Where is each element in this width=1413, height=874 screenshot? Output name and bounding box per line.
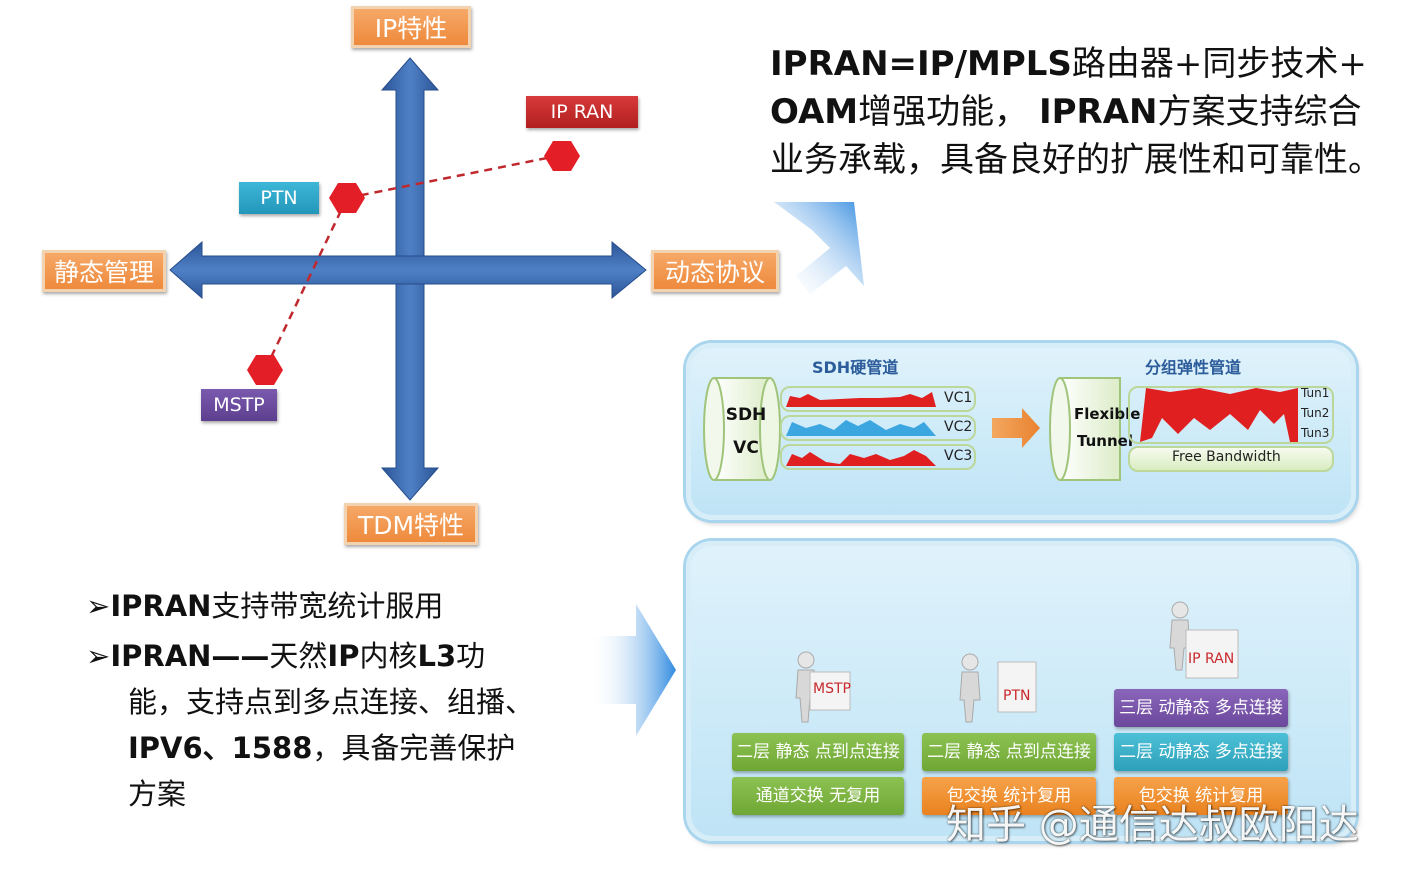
sdh-cylinder-line2: VC (733, 438, 759, 458)
flex-cylinder-line2: Tunnel (1077, 432, 1133, 450)
axis-label-static: 静态管理 (42, 250, 166, 292)
ptn-layer-l2-static-p2p: 二层 静态 点到点连接 (922, 733, 1096, 771)
watermark-text: 知乎 @通信达叔欧阳达 (946, 802, 1359, 848)
presenter-figure-ipran (1169, 601, 1239, 679)
bullet-item-2: ➢IPRAN——天然IP内核L3功 (86, 639, 486, 673)
vc2-label: VC2 (944, 419, 973, 435)
tag-mstp: MSTP (201, 389, 277, 421)
curved-arrow-icon (774, 202, 864, 294)
vc1-traffic (786, 392, 936, 407)
axis-label-dynamic: 动态协议 (651, 250, 779, 292)
presenter-figure-mstp (795, 651, 851, 723)
tunnel-pipe (1128, 386, 1334, 444)
axis-label-ip: IP特性 (351, 6, 471, 48)
sign-mstp: MSTP (813, 681, 851, 697)
vc1-pipe (780, 386, 976, 412)
pipe-diagram (703, 377, 1298, 481)
headline-line-3: 业务承载，具备良好的扩展性和可靠性。 (770, 140, 1382, 180)
sign-ipran: IP RAN (1188, 651, 1235, 667)
right-arrow-icon (590, 604, 676, 736)
tun2-label: Tun2 (1301, 406, 1330, 420)
tag-ptn: PTN (239, 182, 319, 214)
orange-arrow-icon (992, 408, 1040, 448)
tag-ip-ran: IP RAN (526, 96, 638, 128)
bullet-item-1: ➢IPRAN支持带宽统计服用 (86, 589, 444, 623)
vc3-traffic (786, 450, 936, 466)
ipran-layer-l2-dynamic-multipoint: 二层 动静态 多点连接 (1114, 733, 1288, 771)
vc3-label: VC3 (944, 448, 973, 464)
ptn-packet-stat-multiplex: 包交换 统计复用 (922, 777, 1096, 815)
vc2-traffic (786, 420, 936, 436)
axis-label-tdm: TDM特性 (344, 503, 478, 545)
vc3-pipe (780, 444, 976, 470)
dashed-connector-upper (346, 153, 563, 200)
tunnel-traffic (1140, 388, 1298, 442)
horizontal-axis-arrow (169, 240, 647, 300)
tun3-label: Tun3 (1301, 426, 1330, 440)
bullet-item-2-line-2: 能，支持点到多点连接、组播、 (128, 685, 535, 719)
mstp-switching-no-multiplex: 通道交换 无复用 (732, 777, 904, 815)
headline-line-1: IPRAN=IP/MPLS路由器+同步技术+ (770, 44, 1367, 84)
quadrant-axes (169, 57, 647, 501)
vc1-label: VC1 (944, 390, 973, 406)
sdh-cylinder-line1: SDH (725, 405, 767, 425)
free-bandwidth-label: Free Bandwidth (1172, 449, 1281, 465)
bullet-list: ➢IPRAN支持带宽统计服用 ➢IPRAN——天然IP内核L3功 能，支持点到多… (86, 583, 606, 817)
packet-pipe-title: 分组弹性管道 (1145, 358, 1242, 377)
bullet-item-2-line-4: 方案 (128, 777, 187, 811)
tun1-label: Tun1 (1301, 386, 1330, 400)
hexagon-marker-mstp (247, 355, 283, 385)
hexagon-marker-ptn (329, 183, 365, 213)
sdh-pipe-title: SDH硬管道 (812, 358, 899, 377)
ipran-layer-l3-dynamic-multipoint: 三层 动静态 多点连接 (1114, 689, 1288, 727)
dashed-connector-lower (263, 197, 349, 371)
flex-cylinder-line1: Flexible (1074, 405, 1141, 423)
bullet-item-2-line-3: IPV6、1588，具备完善保护 (128, 731, 516, 765)
presenter-figures (795, 601, 1239, 723)
headline-line-2: OAM增强功能， IPRAN方案支持综合 (770, 92, 1362, 132)
hexagon-marker-ipran (544, 141, 580, 171)
presenter-figure-ptn (959, 653, 1037, 723)
ipran-packet-stat-multiplex: 包交换 统计复用 (1114, 777, 1288, 815)
free-bandwidth-pipe (1128, 446, 1334, 472)
headline-text: IPRAN=IP/MPLS路由器+同步技术+ OAM增强功能， IPRAN方案支… (770, 40, 1410, 184)
sign-ptn: PTN (1003, 688, 1031, 704)
mstp-layer-l2-static-p2p: 二层 静态 点到点连接 (732, 733, 904, 771)
vc2-pipe (780, 415, 976, 441)
